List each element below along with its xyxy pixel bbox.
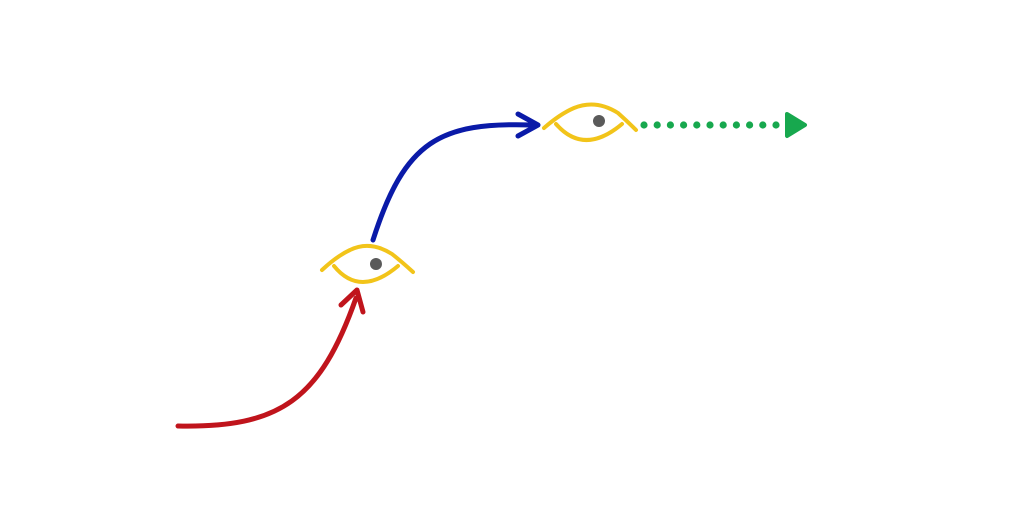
green-dot <box>680 121 688 129</box>
eye-outline <box>320 243 415 284</box>
green-dot <box>666 121 675 129</box>
green-dot <box>640 121 648 129</box>
eye-pupil <box>370 258 382 270</box>
green-dot <box>719 121 727 129</box>
blue-curved-arrow <box>370 111 541 243</box>
green-dot <box>693 121 701 129</box>
green-dot <box>706 121 714 129</box>
red-curved-arrow <box>175 287 366 429</box>
green-dot <box>732 121 741 129</box>
green-dotted-arrow <box>640 112 807 138</box>
red-arrow-head <box>338 287 366 315</box>
eye-icon <box>320 243 415 284</box>
green-arrow-head <box>785 112 807 138</box>
green-dot <box>772 121 780 129</box>
green-dots <box>640 121 793 129</box>
green-dot <box>653 121 661 129</box>
eye-outline <box>542 102 638 142</box>
blue-arrow-head <box>515 111 541 139</box>
green-dot <box>759 121 767 129</box>
green-dot <box>746 121 754 129</box>
red-arrow-shaft <box>175 295 359 429</box>
eye-icon <box>542 102 638 142</box>
blue-arrow-shaft <box>370 122 536 243</box>
eye-pupil <box>593 115 605 127</box>
